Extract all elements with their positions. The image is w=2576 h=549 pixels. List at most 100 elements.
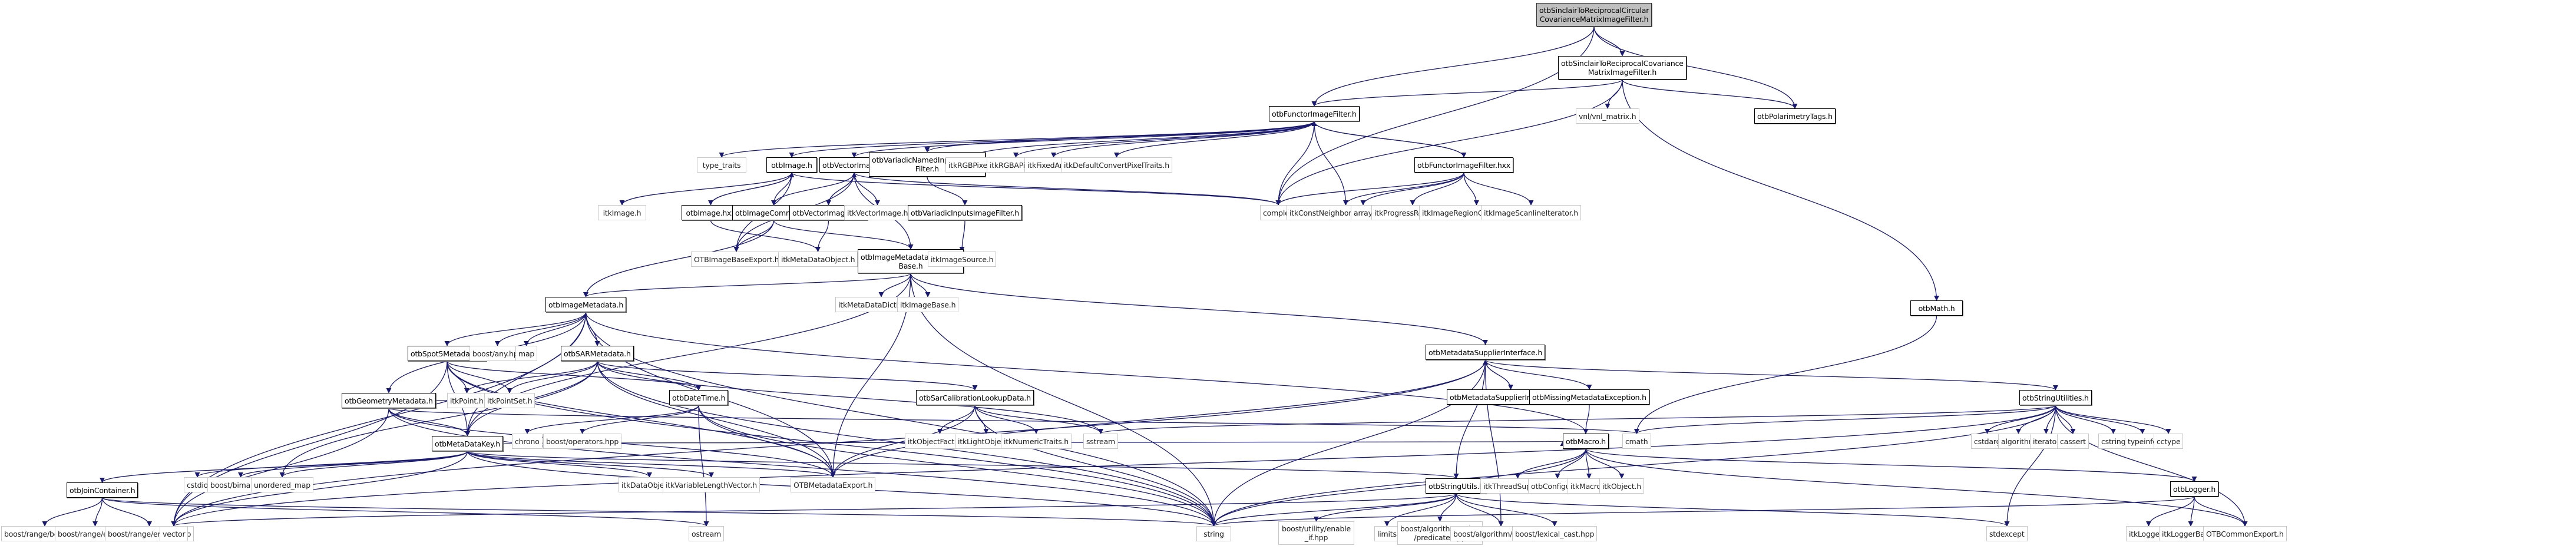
node-otbimage[interactable]: otbImage.h — [766, 157, 817, 173]
node-missingmd[interactable]: otbMissingMetadataException.h — [1529, 389, 1649, 405]
node-strutils[interactable]: otbStringUtils.h — [1426, 478, 1487, 494]
edge-mdsupplier-to-strutilities — [1484, 359, 2058, 391]
edge-imdintbase-to-string — [910, 273, 1217, 527]
edge-spot5-to-itkpointset — [447, 361, 512, 393]
node-unordmap: unordered_map — [251, 477, 313, 492]
node-enableif: boost/utility/enable _if.hpp — [1278, 521, 1354, 545]
edge-otbmacro-to-otblogger — [1585, 448, 2197, 482]
edge-datetime-to-ostream — [698, 405, 709, 527]
node-commonexport: OTBCommonExport.h — [2203, 526, 2287, 541]
node-joincont[interactable]: otbJoinContainer.h — [67, 482, 138, 498]
node-varinputs[interactable]: otbVariadicInputsImageFilter.h — [908, 205, 1023, 220]
edge-functorh-to-rgbpixel — [970, 121, 1315, 158]
node-map: map — [515, 346, 538, 361]
edge-strutils-to-algostring — [1456, 493, 1504, 527]
node-sstream: sstream — [1083, 434, 1118, 449]
node-cstdio: cstdio — [184, 477, 211, 492]
node-mdkey[interactable]: otbMetaDataKey.h — [432, 436, 503, 451]
node-covfilter[interactable]: otbSinclairToReciprocalCovariance Matrix… — [1558, 56, 1687, 80]
edge-otblogger-to-itklogger — [2145, 496, 2195, 527]
edge-functorh-to-defconv — [1114, 121, 1315, 158]
edge-datetime-to-mdexport — [698, 405, 836, 478]
node-mdexport: OTBMetadataExport.h — [791, 477, 876, 492]
edge-sarmd-to-sstream — [597, 361, 1103, 434]
node-varlen: itkVariableLengthVector.h — [663, 477, 760, 492]
edge-mdkey-to-mdexport — [467, 451, 836, 478]
node-otbimagehxx[interactable]: otbImage.hxx — [682, 205, 740, 220]
edge-vectorhxx-to-metadataobj — [815, 220, 829, 252]
node-mdsupplier[interactable]: otbMetadataSupplierInterface.h — [1426, 345, 1546, 360]
edge-root-to-functorh — [1311, 26, 1595, 107]
edge-joincont-to-rangebegin — [42, 497, 103, 527]
edge-otbmacro-to-commonexport — [1585, 448, 2248, 527]
node-itkimage: itkImage.h — [598, 205, 646, 220]
node-strutilities[interactable]: otbStringUtilities.h — [2019, 390, 2092, 405]
edge-joincont-to-rangeend — [92, 497, 103, 527]
edge-sarmd-to-datetime — [597, 361, 702, 391]
node-otbmacro[interactable]: otbMacro.h — [1563, 434, 1609, 449]
node-stdexcept: stdexcept — [1986, 526, 2028, 541]
edge-mdkey-to-bimap — [238, 451, 468, 478]
edge-functorhxx-to-regconst — [1463, 172, 1480, 206]
edge-mdkey-to-dataobj — [467, 451, 652, 478]
edge-strutils-to-limits — [1384, 493, 1457, 527]
edge-mdsupplier-to-strutils — [1453, 359, 1486, 479]
edge-imgmetadata-to-string — [585, 312, 1217, 527]
node-imgmetadata[interactable]: otbImageMetadata.h — [545, 297, 627, 312]
node-otblogger[interactable]: otbLogger.h — [2170, 481, 2219, 497]
edge-otbmacro-to-string — [1211, 448, 1586, 527]
edge-otbimage-to-itkimage — [619, 172, 792, 206]
node-sarcal[interactable]: otbSarCalibrationLookupData.h — [916, 390, 1034, 405]
edge-otbmacro-to-itkobject — [1585, 448, 1625, 479]
edge-root-to-covfilter — [1593, 26, 1625, 57]
edge-mdsupplier-to-mdexport — [830, 359, 1486, 478]
edge-functorh-to-varnamed — [924, 121, 1315, 153]
edge-imgcommons-to-imgmetadata — [583, 220, 775, 297]
node-complex: complex — [1260, 205, 1297, 220]
edge-imgcommons-to-baseexport — [733, 220, 775, 252]
edge-varnamed-to-varinputs — [927, 176, 968, 206]
edge-functorhxx-to-constnbh — [1343, 172, 1464, 206]
node-lexcast: boost/lexical_cast.hpp — [1512, 526, 1598, 541]
node-baseexport: OTBImageBaseExport.h — [691, 252, 782, 267]
edge-sarmd-to-sarcal — [597, 361, 978, 391]
edge-strutils-to-lexcast — [1456, 493, 1557, 527]
node-otbmath[interactable]: otbMath.h — [1910, 300, 1963, 316]
edge-strutilities-to-cstring — [2055, 405, 2117, 434]
node-boostops: boost/operators.hpp — [543, 434, 622, 449]
node-cctype: cctype — [2154, 434, 2184, 449]
edge-imgmetadata-to-spot5 — [444, 312, 587, 346]
edge-imgcommons-to-imdintbase — [773, 220, 914, 250]
node-scanline: itkImageScanlineIterator.h — [1481, 205, 1582, 220]
node-defconv: itkDefaultConvertPixelTraits.h — [1061, 157, 1173, 173]
node-vnlmatrix: vnl/vnl_matrix.h — [1576, 108, 1639, 124]
node-functorh[interactable]: otbFunctorImageFilter.h — [1269, 106, 1360, 121]
edge-root-to-polartags — [1593, 26, 1798, 109]
edge-otbvector-to-itkvector — [854, 172, 881, 206]
edge-functorhxx-to-scanline — [1463, 172, 1534, 206]
edge-sarmd-to-itkpointset — [507, 361, 598, 393]
edge-spot5-to-datetime — [447, 361, 702, 391]
edge-sarmd-to-unordmap — [279, 361, 598, 478]
node-polartags[interactable]: otbPolarimetryTags.h — [1754, 108, 1836, 124]
edge-sarcal-to-numtraits — [974, 405, 1039, 434]
node-cmath: cmath — [1622, 434, 1651, 449]
edge-imgmetadata-to-map — [523, 312, 587, 346]
edge-otbmath-to-cmath — [1633, 315, 1937, 434]
node-imgsource: itkImageSource.h — [928, 252, 997, 267]
node-functorhxx[interactable]: otbFunctorImageFilter.hxx — [1414, 157, 1514, 173]
node-limits: limits — [1374, 526, 1400, 541]
node-typetraits: type_traits — [697, 157, 746, 173]
edge-otbmacro-to-threadsup — [1514, 448, 1586, 479]
node-geommd[interactable]: otbGeometryMetadata.h — [342, 393, 436, 408]
edge-joincont-to-rangeempty — [101, 497, 153, 527]
edge-otbimagehxx-to-otbimage — [710, 172, 795, 206]
edge-otbvector-to-imgcommons — [771, 172, 855, 206]
node-datetime[interactable]: otbDateTime.h — [669, 390, 729, 405]
edge-mdsupplier-to-algostring — [1484, 359, 1504, 527]
node-sarmd[interactable]: otbSARMetadata.h — [561, 346, 634, 361]
edge-datetime-to-string — [698, 405, 1216, 527]
node-string: string — [1196, 526, 1231, 541]
edge-imdintbase-to-imgmetadata — [583, 273, 911, 297]
